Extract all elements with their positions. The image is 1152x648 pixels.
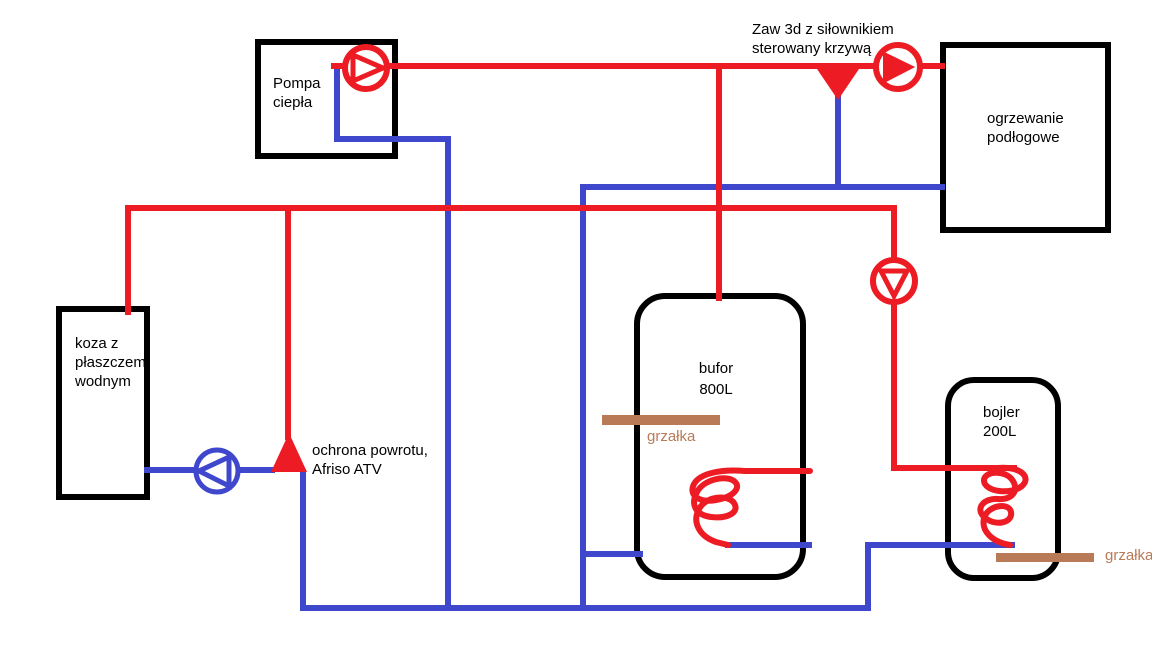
- wood-stove-box: [56, 306, 150, 500]
- pipe-supply-manifold: [125, 205, 1017, 471]
- three-way-valve-label: Zaw 3d z siłownikiem sterowany krzywą: [752, 21, 894, 57]
- dhw-charging-pump-icon: [870, 257, 918, 305]
- return-protection-valve-icon: [271, 433, 307, 472]
- stove-return-pump-icon: [193, 447, 241, 495]
- pipe-floor-heating-return: [580, 184, 945, 611]
- floor-heating-pump-icon: [873, 42, 923, 92]
- dhw-tank-outline: [945, 377, 1061, 581]
- buffer-tank-label: bufor 800L: [698, 360, 734, 398]
- buffer-coil-icon: [689, 467, 813, 548]
- wood-stove-label: koza z płaszczem wodnym: [75, 335, 146, 390]
- pipe-bottom-return-manifold: [300, 469, 1015, 611]
- dhw-tank-label: bojler 200L: [983, 404, 1020, 440]
- pipe-heat-pump-return: [334, 63, 451, 611]
- floor-heating-label: ogrzewanie podłogowe: [987, 110, 1064, 146]
- dhw-heater-icon: [996, 553, 1094, 562]
- dhw-coil-icon: [947, 464, 1029, 548]
- dhw-heater-label: grzałka: [1105, 547, 1152, 564]
- heat-pump-label: Pompa ciepła: [273, 75, 321, 111]
- return-protection-label: ochrona powrotu, Afriso ATV: [312, 442, 428, 478]
- buffer-heater-label: grzałka: [647, 428, 696, 445]
- buffer-heater-icon: [602, 415, 720, 425]
- floor-heating-box: [940, 42, 1111, 233]
- three-way-valve-icon: [815, 66, 861, 100]
- heat-pump-pump-icon: [342, 44, 390, 92]
